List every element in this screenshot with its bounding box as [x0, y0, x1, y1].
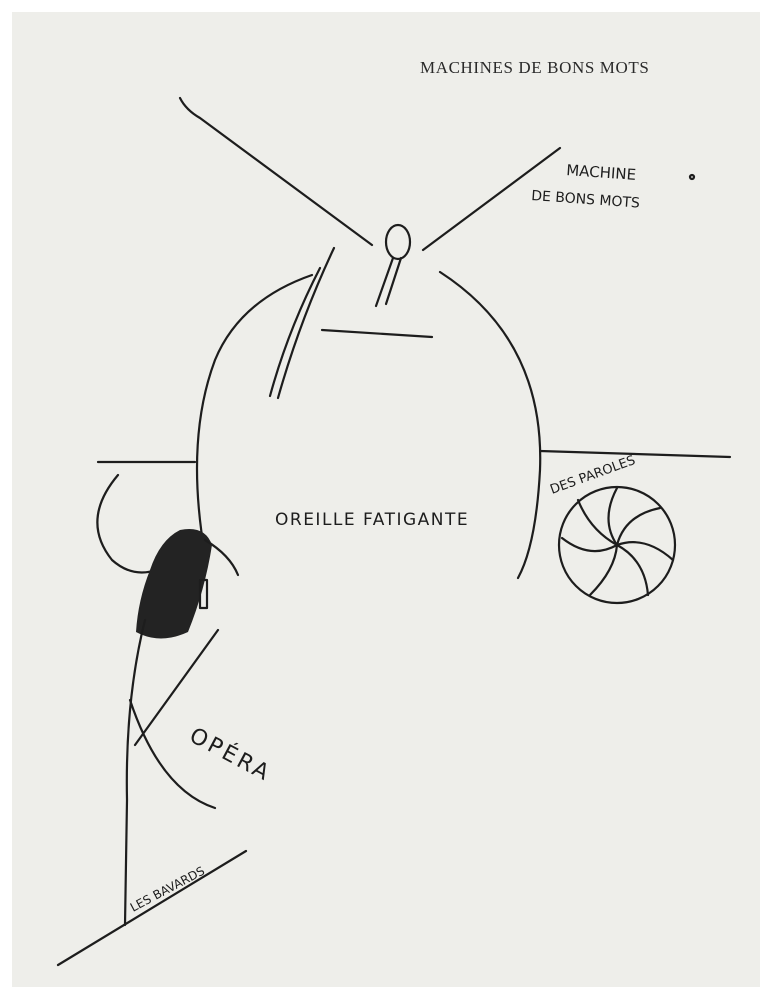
head-outline-right: [440, 272, 540, 578]
label-des-paroles: DES PAROLES: [548, 453, 637, 498]
wheel-spoke-4: [617, 545, 648, 595]
wheel-spoke-2: [617, 508, 660, 545]
left-diagonal-line: [180, 98, 372, 245]
label-les-bavards: LES BAVARDS: [128, 864, 207, 915]
label-oreille-fatigante: OREILLE FATIGANTE: [275, 510, 469, 530]
wheel-spoke-7: [578, 500, 617, 545]
key-stem-left: [376, 258, 393, 306]
label-machine: MACHINE: [566, 161, 637, 184]
bottom-baseline: [58, 851, 246, 965]
right-horizontal-line: [540, 451, 730, 457]
key-stem-right: [386, 258, 401, 304]
key-bulb: [386, 225, 410, 259]
wheel-spoke-5: [590, 545, 617, 595]
label-de-bons-mots: DE BONS MOTS: [531, 188, 641, 212]
double-curve-left-inner: [270, 268, 320, 396]
small-dot: [690, 175, 694, 179]
slot-line: [322, 330, 432, 337]
wheel-spoke-1: [609, 488, 618, 545]
double-curve-left-outer: [278, 248, 334, 398]
label-opera: OPÉRA: [185, 722, 276, 787]
long-stem-line: [125, 620, 145, 925]
